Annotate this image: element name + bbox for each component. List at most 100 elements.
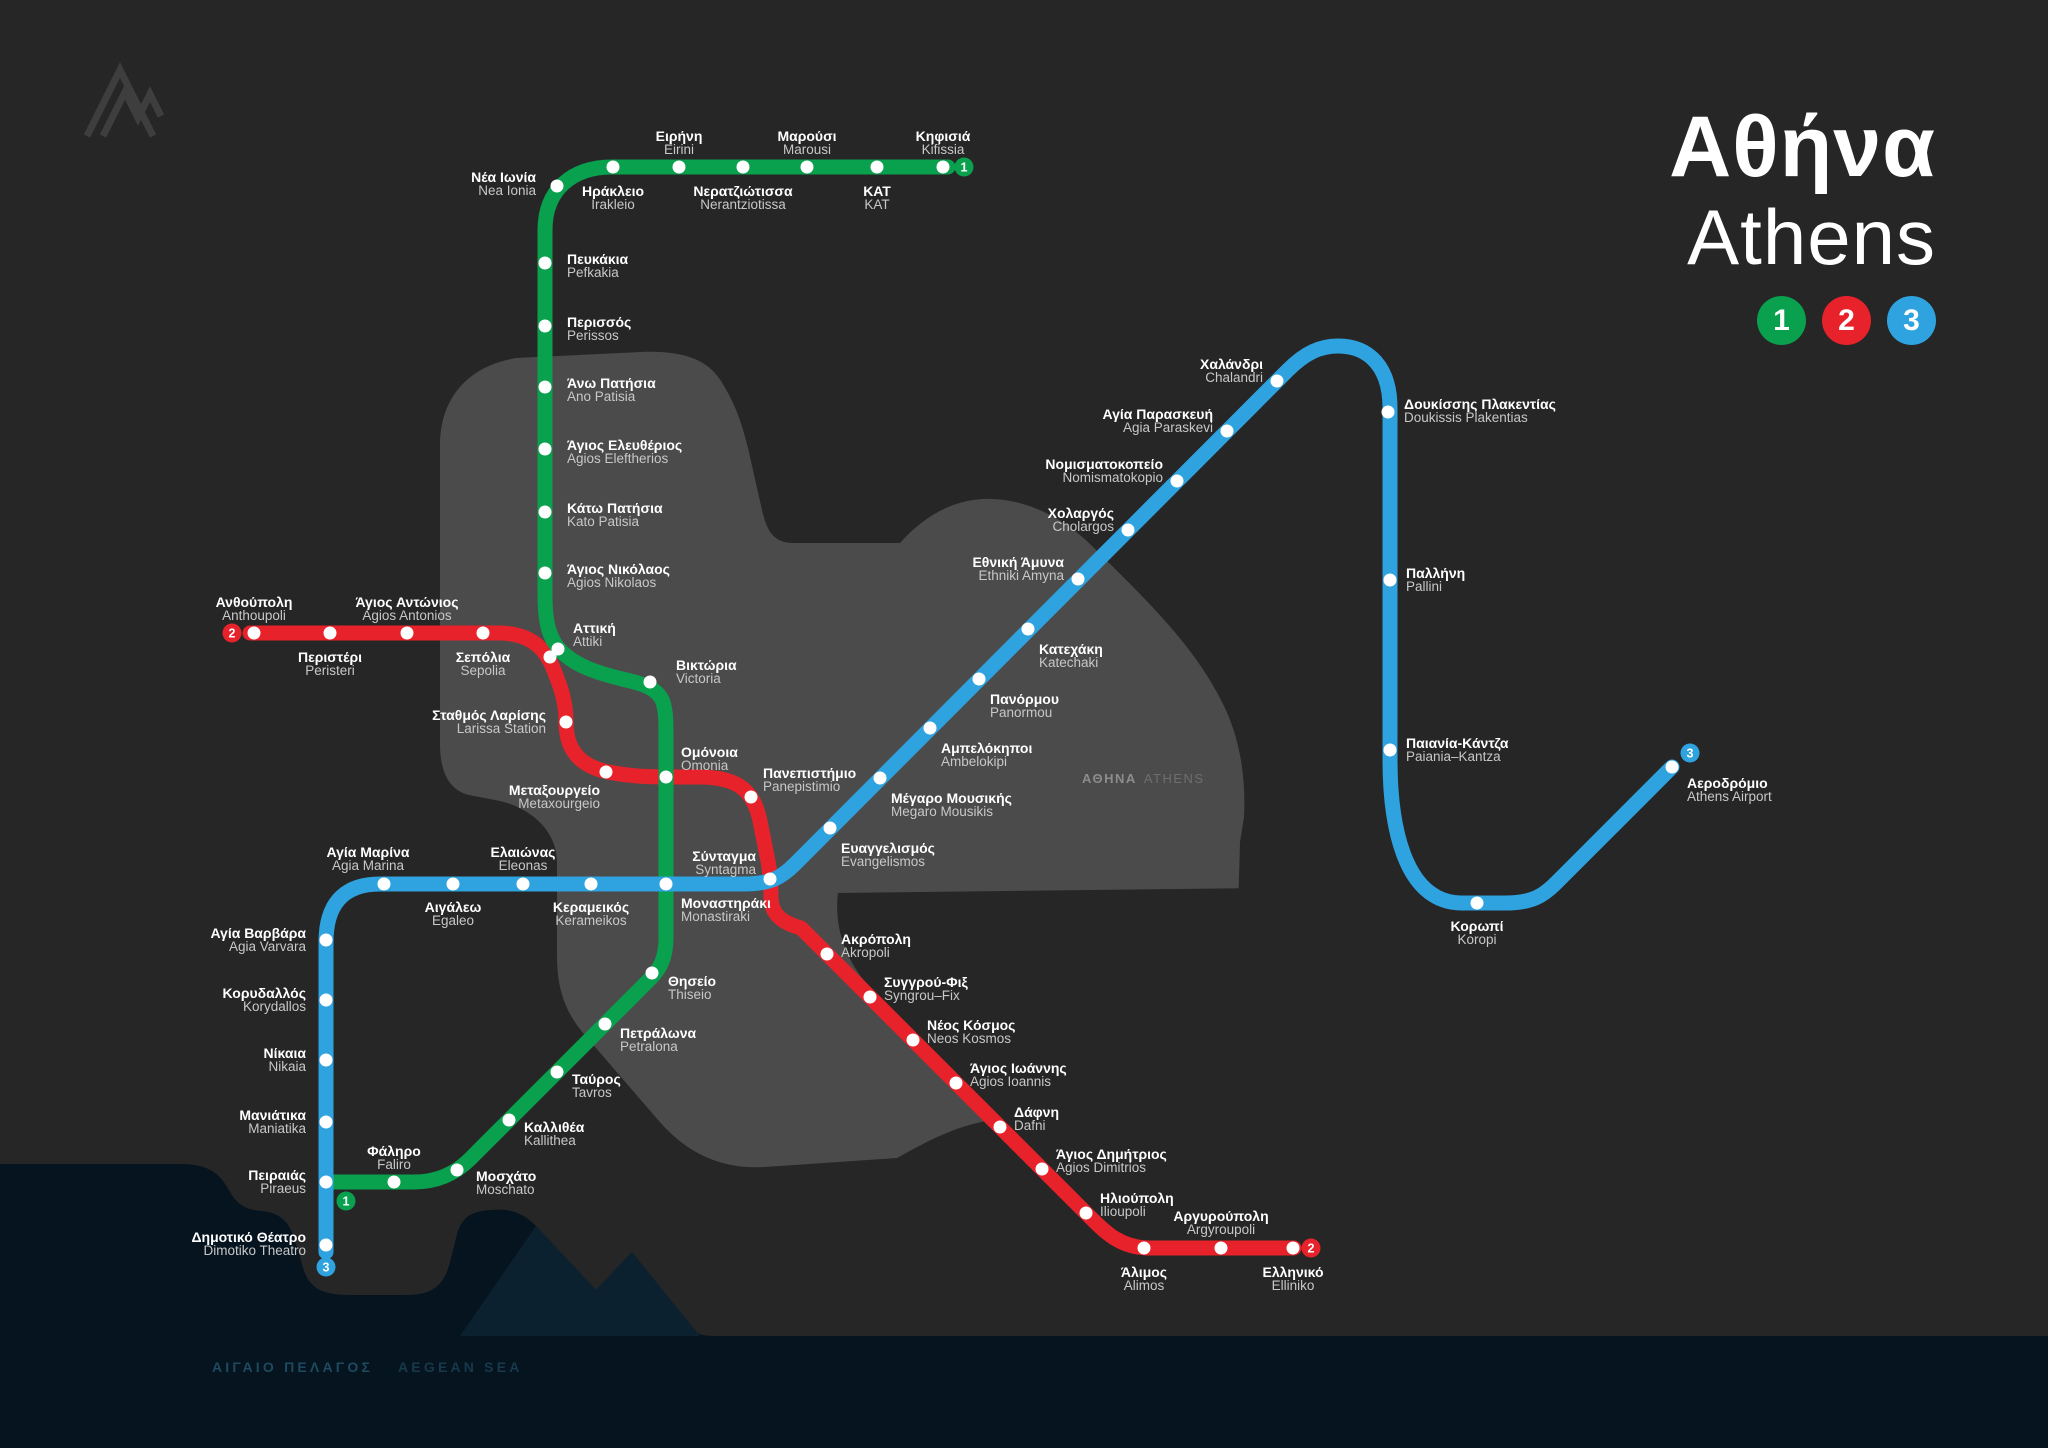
svg-text:Σεπόλια: Σεπόλια [456, 649, 511, 665]
station-agios-ioannis-dot [949, 1076, 963, 1090]
svg-text:Ομόνοια: Ομόνοια [681, 744, 738, 760]
svg-text:Συγγρού-Φιξ: Συγγρού-Φιξ [884, 974, 969, 990]
svg-text:Κάτω Πατήσια: Κάτω Πατήσια [567, 500, 663, 516]
am-logo-icon [83, 62, 165, 138]
svg-text:Alimos: Alimos [1124, 1278, 1165, 1293]
svg-text:Pefkakia: Pefkakia [567, 265, 619, 280]
svg-text:3: 3 [323, 1261, 330, 1275]
svg-text:Nea Ionia: Nea Ionia [478, 183, 536, 198]
svg-text:Ανθούπολη: Ανθούπολη [216, 594, 293, 610]
svg-text:Ηλιούπολη: Ηλιούπολη [1100, 1190, 1174, 1206]
svg-text:Παλλήνη: Παλλήνη [1406, 565, 1465, 581]
svg-text:Θησείο: Θησείο [668, 973, 716, 989]
svg-text:Katechaki: Katechaki [1039, 655, 1098, 670]
svg-text:Doukissis Plakentias: Doukissis Plakentias [1404, 410, 1528, 425]
svg-text:Anthoupoli: Anthoupoli [222, 608, 286, 623]
svg-text:Ano Patisia: Ano Patisia [567, 389, 636, 404]
station-omonia-dot [659, 770, 673, 784]
svg-text:Νέος Κόσμος: Νέος Κόσμος [927, 1017, 1015, 1033]
station-syntagma-dot [763, 872, 777, 886]
svg-text:Άγιος Ελευθέριος: Άγιος Ελευθέριος [567, 437, 682, 453]
svg-text:Eirini: Eirini [664, 142, 694, 157]
svg-text:Cholargos: Cholargos [1052, 519, 1114, 534]
station-akropoli-dot [820, 947, 834, 961]
station-agios-eleftherios-dot [538, 442, 552, 456]
svg-text:Piraeus: Piraeus [260, 1181, 306, 1196]
svg-text:Agia Varvara: Agia Varvara [229, 939, 307, 954]
station-piraeus-dot [319, 1175, 333, 1189]
station-nea-ionia-dot [550, 179, 564, 193]
svg-text:Koropi: Koropi [1457, 932, 1496, 947]
svg-text:ΚΑΤ: ΚΑΤ [863, 183, 891, 199]
svg-text:Περισσός: Περισσός [567, 314, 631, 330]
svg-text:1: 1 [343, 1195, 350, 1209]
svg-text:Agia Paraskevi: Agia Paraskevi [1123, 420, 1213, 435]
svg-text:Εθνική Άμυνα: Εθνική Άμυνα [972, 554, 1064, 570]
svg-text:Panepistimio: Panepistimio [763, 779, 840, 794]
station-eirini-dot [672, 160, 686, 174]
station-maniatika-dot [319, 1115, 333, 1129]
svg-text:Nomismatokopio: Nomismatokopio [1062, 470, 1163, 485]
svg-text:Agia Marina: Agia Marina [332, 858, 405, 873]
svg-text:Μανιάτικα: Μανιάτικα [239, 1107, 306, 1123]
station-megaro-mousikis-dot [873, 771, 887, 785]
line-1-terminus-badge-2: 1 [336, 1191, 356, 1211]
svg-text:Κορυδαλλός: Κορυδαλλός [223, 985, 306, 1001]
svg-text:Korydallos: Korydallos [243, 999, 306, 1014]
station-eleonas-dot [516, 877, 530, 891]
station-korydallos-dot [319, 993, 333, 1007]
svg-text:Megaro Mousikis: Megaro Mousikis [891, 804, 993, 819]
svg-text:Ειρήνη: Ειρήνη [656, 128, 703, 144]
station-perissos-dot [538, 319, 552, 333]
svg-text:Eleonas: Eleonas [499, 858, 548, 873]
svg-text:Chalandri: Chalandri [1205, 370, 1263, 385]
station-koropi-dot [1470, 896, 1484, 910]
station-pefkakia-dot [538, 256, 552, 270]
svg-text:Peristeri: Peristeri [305, 663, 355, 678]
station-agios-nikolaos-dot [538, 566, 552, 580]
svg-text:Kallithea: Kallithea [524, 1133, 576, 1148]
svg-text:Nerantziotissa: Nerantziotissa [700, 197, 786, 212]
station-syngrou-fix-dot [863, 990, 877, 1004]
svg-text:Ελαιώνας: Ελαιώνας [491, 844, 556, 860]
station-paiania-kantza-dot [1383, 743, 1397, 757]
station-tavros-dot [550, 1065, 564, 1079]
svg-text:Dimotiko Theatro: Dimotiko Theatro [203, 1243, 306, 1258]
svg-text:Victoria: Victoria [676, 671, 721, 686]
svg-text:Αργυρούπολη: Αργυρούπολη [1173, 1208, 1268, 1224]
svg-text:Πανόρμου: Πανόρμου [990, 691, 1059, 707]
svg-text:Larissa Station: Larissa Station [457, 721, 546, 736]
svg-text:Kerameikos: Kerameikos [555, 913, 627, 928]
station-nerantziotissa-dot [736, 160, 750, 174]
station-dimotiko-theatro-dot [319, 1238, 333, 1252]
legend-badge-line-2: 2 [1822, 296, 1871, 345]
station-evangelismos-dot [823, 821, 837, 835]
